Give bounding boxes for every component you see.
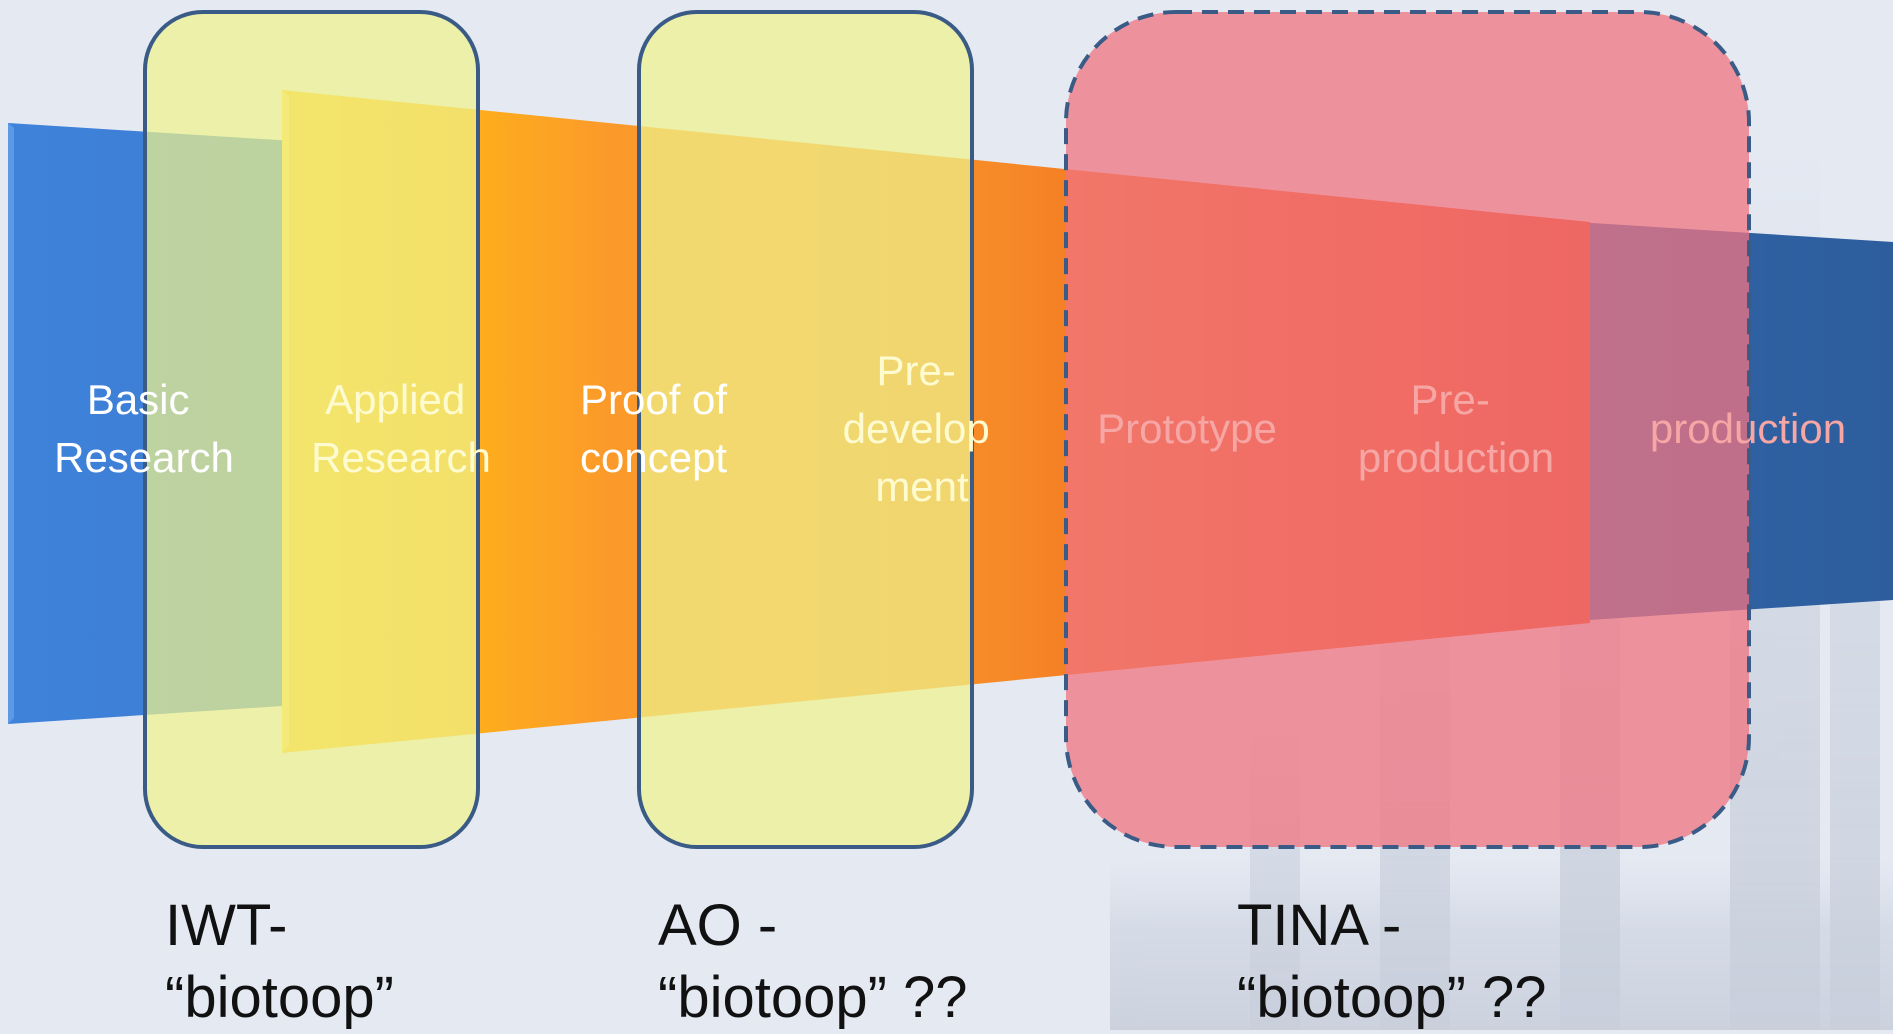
stage-label-proof-of-concept: Proof of concept <box>580 376 739 481</box>
ao-zone-box <box>637 10 974 849</box>
ao-zone-caption: AO - “biotoop” ?? <box>658 890 968 1034</box>
stage-label-pre-development: Pre- develop ment <box>843 347 1002 510</box>
blue-band-left-edge <box>8 123 14 724</box>
ao-caption-line-2: “biotoop” ?? <box>658 965 968 1030</box>
iwt-caption-line-1: IWT- <box>165 893 288 958</box>
tina-zone-caption: TINA - “biotoop” ?? <box>1237 890 1547 1034</box>
stage-label-production: production <box>1650 405 1846 452</box>
stage-labels: Basic Research Applied Research Proof of… <box>54 347 1846 510</box>
iwt-caption-line-2: “biotoop” <box>165 965 394 1030</box>
iwt-zone-caption: IWT- “biotoop” <box>165 890 394 1034</box>
tina-caption-line-1: TINA - <box>1237 893 1402 958</box>
stage-label-basic-research: Basic Research <box>54 376 234 481</box>
stage-label-prototype: Prototype <box>1097 405 1277 452</box>
tina-caption-line-2: “biotoop” ?? <box>1237 965 1547 1030</box>
ao-caption-line-1: AO - <box>658 893 778 958</box>
stage-label-pre-production: Pre- production <box>1358 376 1554 481</box>
tina-zone-box <box>1064 10 1751 849</box>
iwt-zone-box <box>143 10 480 849</box>
stage-label-applied-research: Applied Research <box>311 376 491 481</box>
